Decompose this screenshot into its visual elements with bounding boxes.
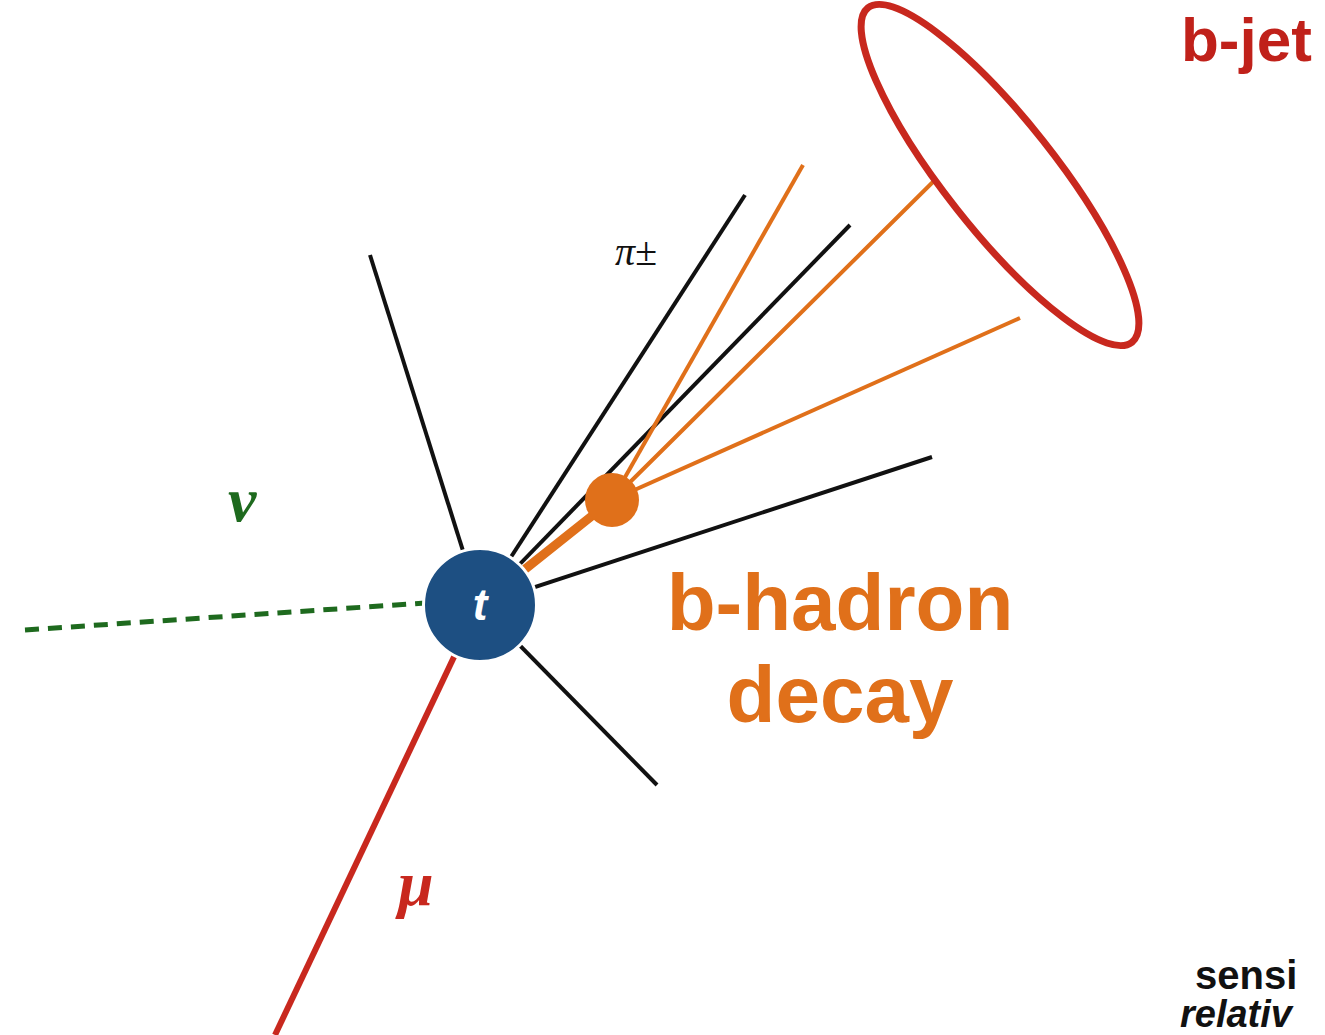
vertex-circle [424, 549, 537, 662]
decay-track [612, 165, 803, 500]
muon-label: μ [398, 852, 434, 916]
label-holder: π± [615, 232, 657, 272]
node-heading: b-jet [1181, 4, 1312, 75]
jet-ellipse [825, 0, 1175, 376]
decay-connector [525, 517, 590, 569]
pion-label: π± [615, 232, 657, 272]
muon-line [275, 640, 462, 1035]
pion-track [480, 195, 745, 605]
label-holder: relativ [1180, 995, 1292, 1033]
text-holder: b-jet [1181, 4, 1312, 75]
top-quark-vertex: t [422, 547, 538, 663]
vertex-label: t [473, 583, 488, 627]
label-holder: sensi [1195, 955, 1297, 995]
neutrino-label: ν [228, 468, 256, 532]
decay-track [612, 318, 1020, 500]
particle-track [480, 225, 850, 605]
text-holder: t [422, 547, 538, 663]
label-holder: μ [398, 852, 434, 916]
circle-shape [585, 473, 639, 527]
hadron-vertex: b-hadron decay [585, 473, 639, 527]
neutrino-line [25, 603, 425, 630]
node-heading: b-hadron decay [620, 557, 1060, 741]
note-text: relativ [1180, 995, 1292, 1033]
jet-cone: b-jet [855, 0, 1145, 350]
vertex-circle [585, 473, 639, 527]
label-holder: ν [228, 468, 256, 532]
text-holder: b-hadron decay [620, 557, 1060, 741]
ellipse-outline [855, 0, 1145, 350]
decay-connector [631, 180, 935, 481]
note-text: sensi [1195, 955, 1297, 995]
